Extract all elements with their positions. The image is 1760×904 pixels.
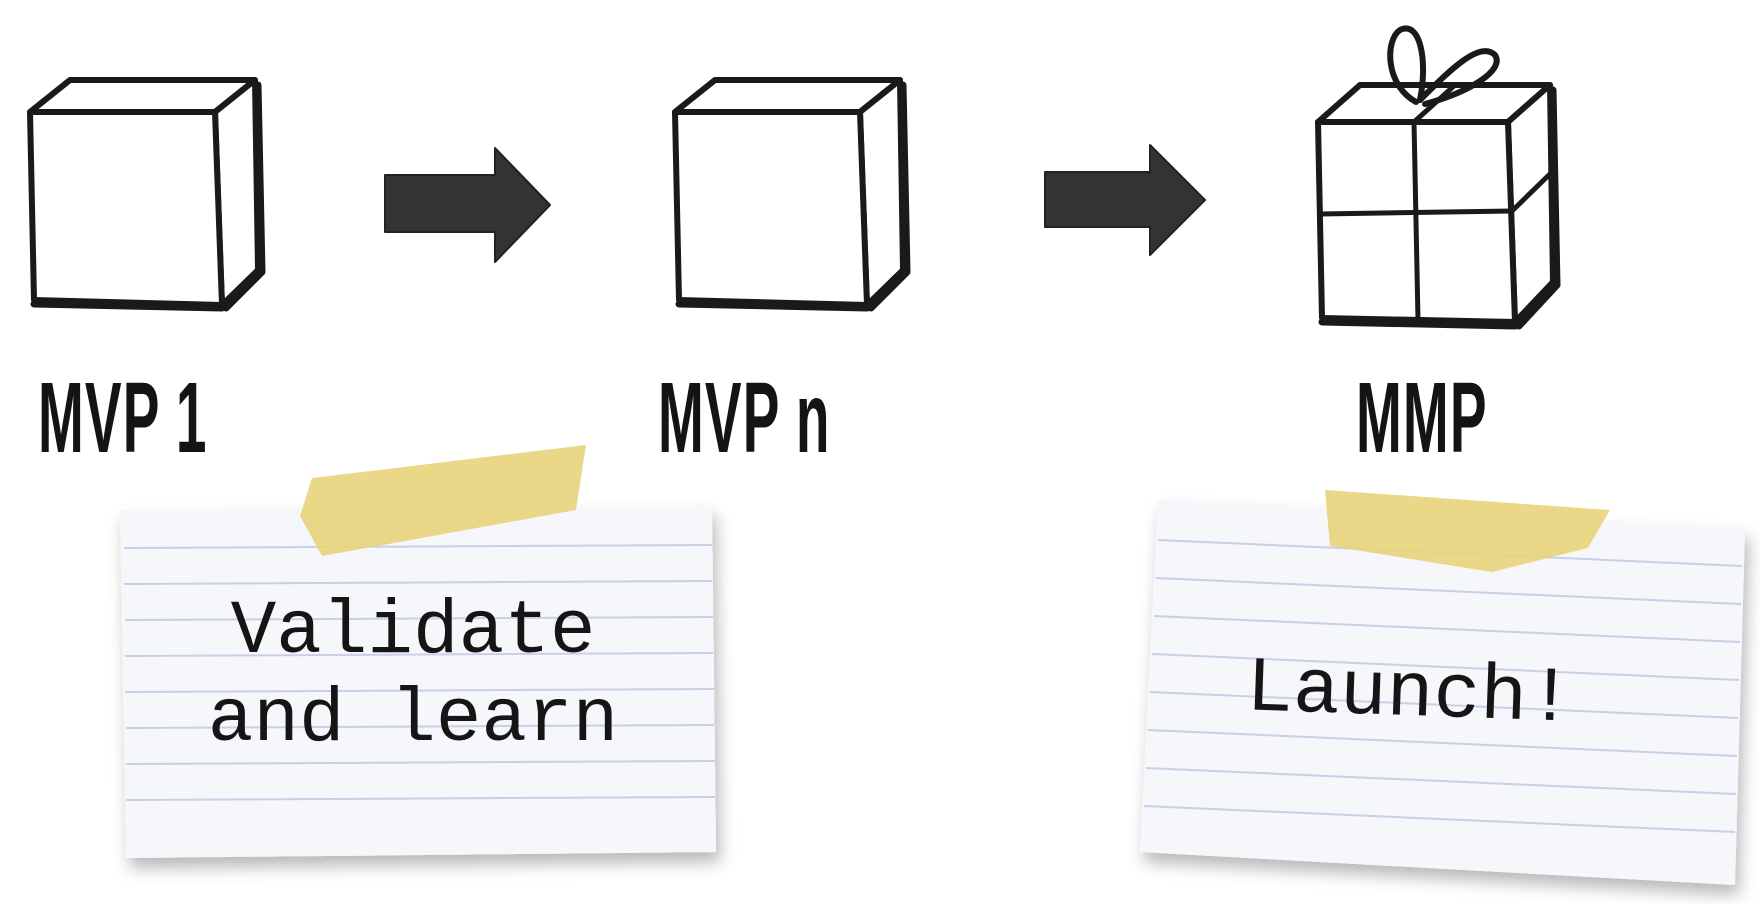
- stage-label-mvp1: MVP 1: [38, 362, 208, 474]
- note-text-validate: Validate and learn: [207, 589, 619, 763]
- cube-icon: [672, 77, 911, 312]
- right-arrow-icon: [384, 147, 551, 263]
- note-card: [120, 445, 716, 858]
- stage-label-mmp: MMP: [1356, 362, 1488, 474]
- right-arrow-icon: [1044, 144, 1206, 256]
- tape-strip: [300, 445, 586, 556]
- gift-box-icon: [1315, 25, 1561, 330]
- tape-strip: [1325, 490, 1610, 572]
- note-card: [1140, 490, 1745, 885]
- note-text-launch: Launch!: [1244, 645, 1576, 745]
- stage-label-mvpn: MVP n: [658, 362, 831, 474]
- cube-icon: [27, 77, 266, 312]
